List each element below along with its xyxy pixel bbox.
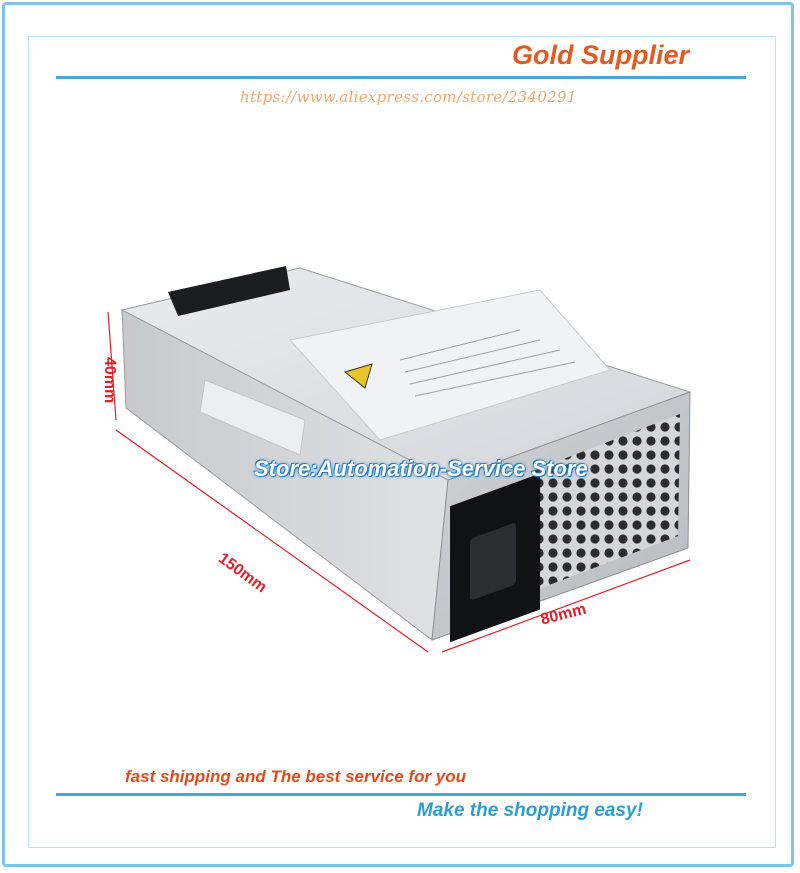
- dimension-lines: [107, 311, 691, 653]
- inner-frame: [28, 36, 776, 848]
- shopping-slogan: Make the shopping easy!: [417, 800, 643, 821]
- gold-supplier-title: Gold Supplier: [512, 40, 690, 70]
- store-url: https://www.aliexpress.com/store/2340291: [240, 88, 577, 106]
- top-divider: [56, 76, 746, 79]
- shipping-tagline: fast shipping and The best service for y…: [125, 767, 467, 786]
- bottom-divider: [56, 793, 746, 796]
- spec-label: [289, 289, 611, 441]
- vent-grille: [530, 414, 680, 590]
- height-dimension-label: 40mm: [101, 357, 118, 404]
- barcode-label: [199, 379, 306, 456]
- fan-opening: [168, 266, 290, 316]
- store-watermark: Store:Automation-Service Store: [254, 456, 588, 481]
- warning-triangle-icon: [343, 363, 373, 389]
